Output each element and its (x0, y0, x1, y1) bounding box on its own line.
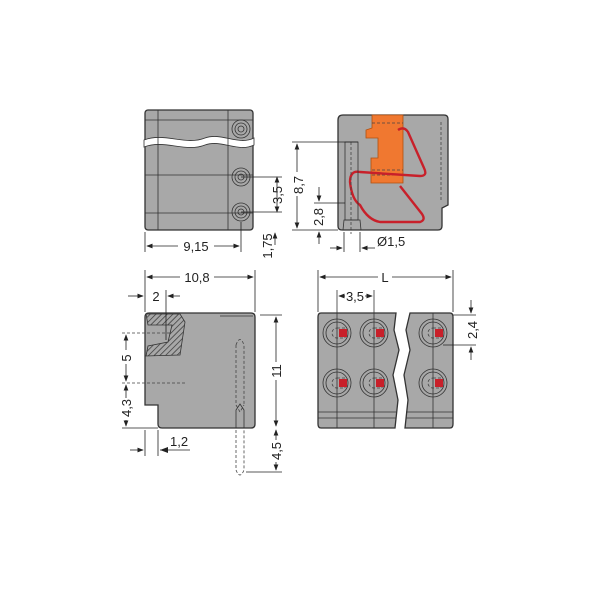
spring (348, 127, 427, 224)
pitch-dimension: 3,5 (270, 186, 285, 204)
hole-icon (322, 318, 448, 398)
step-dimension: 1,2 (170, 434, 188, 449)
diameter-dimension: Ø1,5 (377, 234, 405, 249)
upper-dimension: 5 (119, 354, 134, 361)
offset-dimension: 1,75 (260, 233, 275, 258)
offset-dimension: 2 (152, 289, 159, 304)
hatched-section (145, 313, 186, 357)
height-dimension: 11 (269, 364, 284, 378)
top-left-view: 3,5 9,15 1,75 (143, 109, 285, 259)
housing (144, 109, 254, 231)
pin-dimension: 4,5 (269, 442, 284, 460)
depth-dimension: 10,8 (184, 270, 209, 285)
pin-height-dimension: 2,8 (311, 208, 326, 226)
housing-right (403, 312, 454, 429)
housing (144, 312, 256, 429)
width-dimension: 9,15 (183, 239, 208, 254)
top-right-view: 8,7 2,8 Ø1,5 (291, 114, 449, 252)
row-dimension: 2,4 (465, 321, 480, 339)
break-line (143, 136, 255, 148)
bottom-right-view: L 3,5 2,4 (317, 270, 480, 429)
height-dimension: 8,7 (291, 176, 306, 194)
pitch-dimension: 3,5 (346, 289, 364, 304)
actuator (365, 114, 404, 184)
length-dimension: L (381, 270, 388, 285)
lower-dimension: 4,3 (119, 399, 134, 417)
housing-left (317, 312, 400, 429)
bottom-left-view: 10,8 2 5 4,3 11 4,5 1,2 (119, 270, 284, 476)
